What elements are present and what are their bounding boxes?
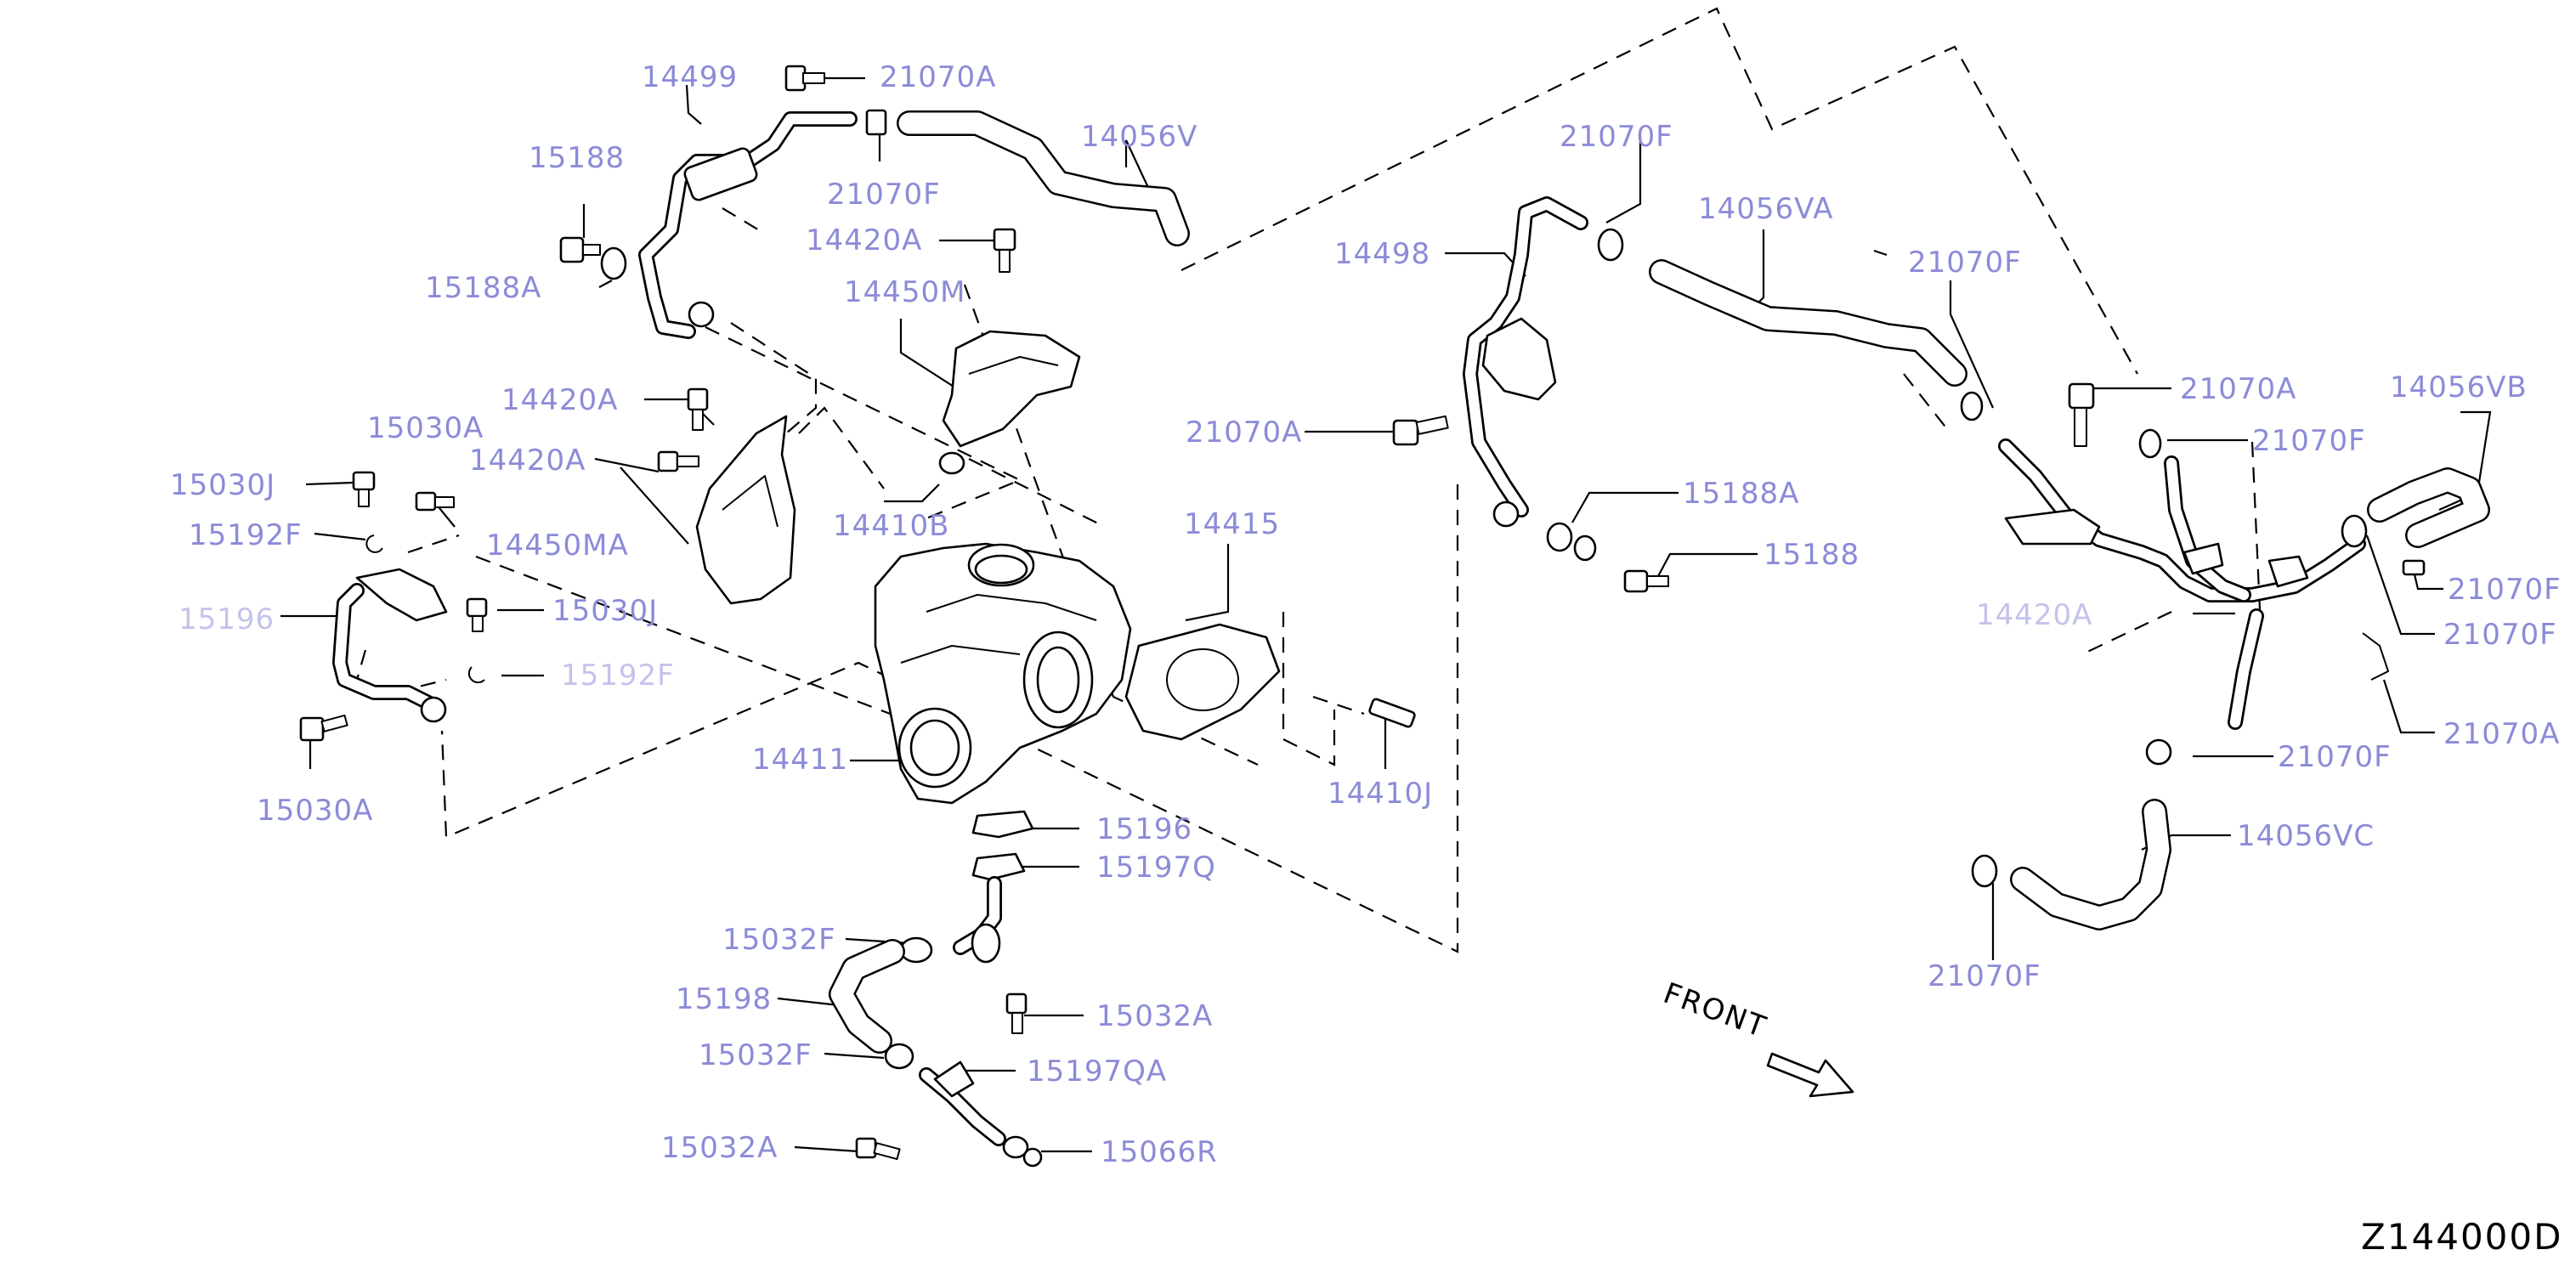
diagram-reference-code: Z144000D	[2361, 1216, 2562, 1258]
callout-15197q: 15197Q	[1096, 851, 1216, 885]
callout-15030j: 15030J	[170, 468, 275, 502]
callout-14499: 14499	[642, 60, 738, 94]
callout-15188a: 15188A	[425, 271, 541, 305]
callout-15188a-2: 15188A	[1683, 477, 1799, 511]
callout-15066r: 15066R	[1101, 1135, 1218, 1169]
callout-15032a: 15032A	[1096, 999, 1213, 1033]
callout-21070f-2: 21070F	[1560, 120, 1673, 154]
callout-14411: 14411	[752, 743, 848, 777]
callout-21070f: 21070F	[827, 178, 941, 212]
callout-14056va: 14056VA	[1698, 192, 1834, 226]
part-shapes	[299, 65, 2490, 1168]
callout-21070f-5: 21070F	[2448, 573, 2562, 607]
callout-15030a: 15030A	[367, 411, 484, 445]
callout-14056v: 14056V	[1081, 120, 1197, 154]
callout-14420a-3: 14420A	[469, 444, 586, 478]
callout-15032f-2: 15032F	[699, 1038, 812, 1072]
callout-15196: 15196	[1096, 812, 1192, 846]
callout-15198: 15198	[676, 982, 772, 1016]
callout-21070a-3: 21070A	[2180, 372, 2296, 406]
callout-15188: 15188	[529, 141, 625, 175]
front-direction-label: FRONT	[1659, 976, 1771, 1045]
callout-15188-2: 15188	[1764, 538, 1860, 572]
callout-15030a-2: 15030A	[257, 794, 373, 828]
callout-21070f-3: 21070F	[1908, 246, 2022, 280]
callout-14415: 14415	[1184, 507, 1280, 541]
callout-14450m: 14450M	[844, 275, 966, 309]
callout-14420a-faded: 14420A	[1976, 598, 2092, 632]
callout-14056vc: 14056VC	[2237, 819, 2375, 853]
callout-15030j-2: 15030J	[552, 594, 658, 628]
callout-14498: 14498	[1334, 237, 1430, 271]
callout-15032a-2: 15032A	[661, 1131, 778, 1165]
callout-14450ma: 14450MA	[486, 529, 629, 563]
callout-15196-faded: 15196	[178, 602, 275, 636]
callout-labels: 14499 21070A 15188 21070F 14056V 14420A …	[170, 60, 2562, 1169]
callout-15197qa: 15197QA	[1027, 1055, 1167, 1089]
callout-14420a: 14420A	[806, 223, 922, 257]
callout-15192f: 15192F	[189, 518, 303, 552]
callout-21070f-8: 21070F	[1928, 959, 2041, 993]
turbocharger-body	[874, 542, 1132, 805]
callout-14056vb: 14056VB	[2390, 370, 2528, 404]
callout-21070a: 21070A	[880, 60, 996, 94]
callout-21070a-4: 21070A	[2443, 717, 2560, 751]
callout-21070f-7: 21070F	[2278, 740, 2392, 774]
callout-21070f-4: 21070F	[2252, 424, 2366, 458]
callout-21070a-2: 21070A	[1186, 416, 1302, 450]
callout-14410b: 14410B	[833, 509, 949, 543]
callout-21070f-6: 21070F	[2443, 618, 2557, 652]
callout-14410j: 14410J	[1328, 777, 1433, 811]
callout-14420a-2: 14420A	[501, 383, 618, 417]
assembly-dash-lines	[355, 7, 2262, 953]
callout-15032f: 15032F	[722, 923, 836, 957]
callout-15192f-faded: 15192F	[561, 659, 675, 693]
